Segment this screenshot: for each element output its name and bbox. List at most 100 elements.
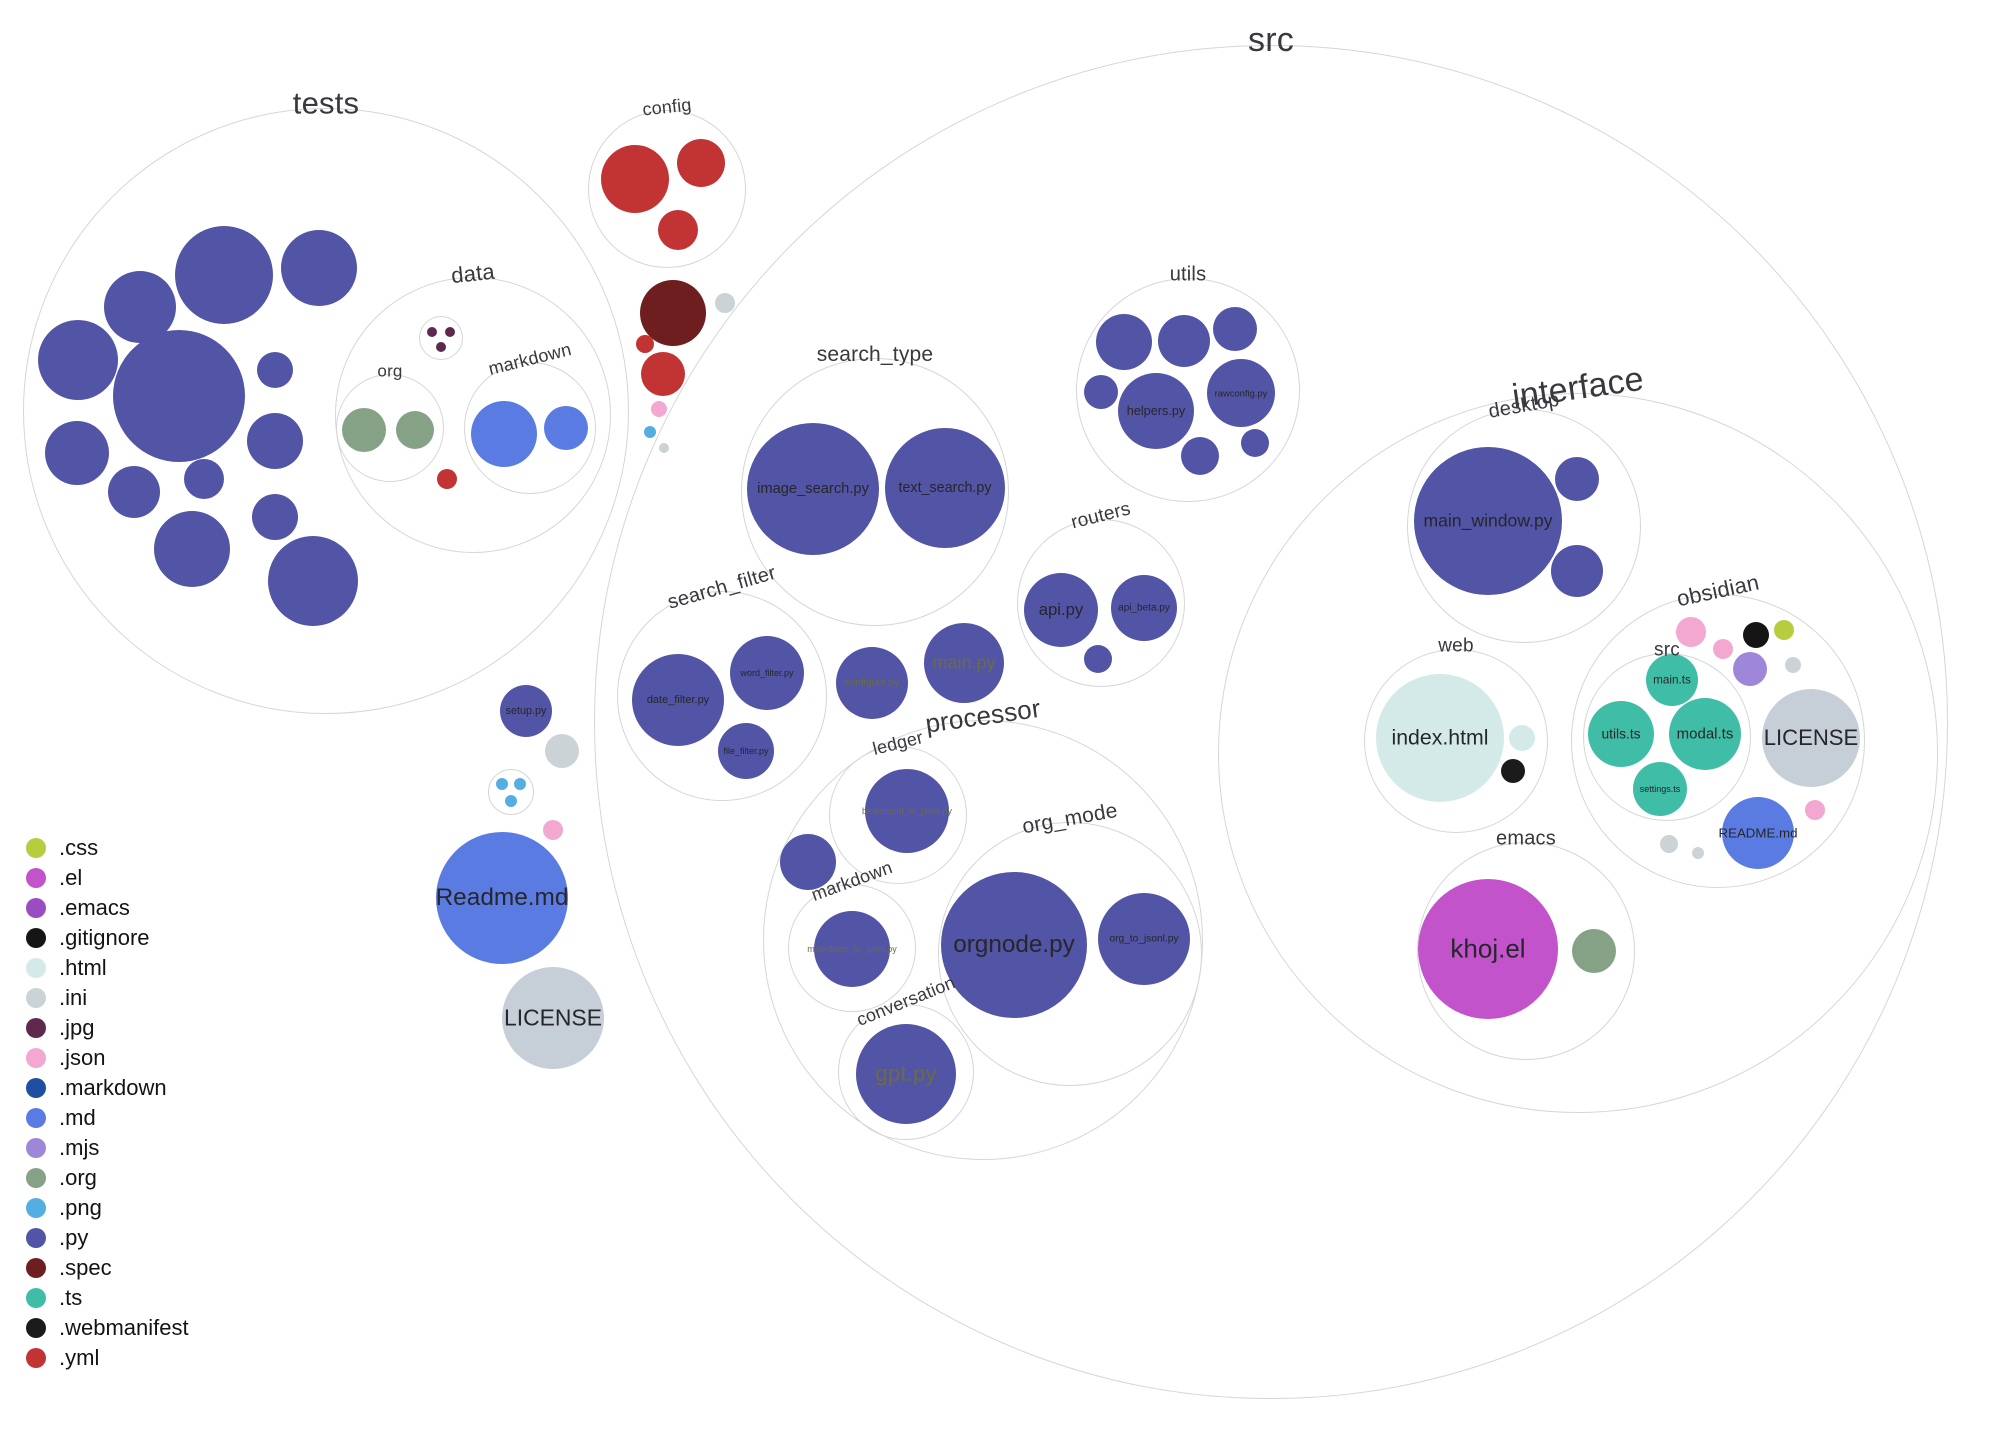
file-circle-md — [471, 401, 537, 467]
legend-item-jpg: .jpg — [26, 1013, 189, 1043]
legend-item-css: .css — [26, 833, 189, 863]
legend-label: .yml — [59, 1345, 100, 1370]
legend-swatch-icon — [26, 1228, 46, 1248]
file-label-markdown_to_jsonl.py: markdown_to_jsonl.py — [807, 944, 897, 954]
file-label-configure.py: configure.py — [844, 677, 900, 689]
file-circle-word_filter.py — [730, 636, 804, 710]
file-circle-py — [1084, 645, 1112, 673]
directory-label-data: data — [449, 258, 496, 289]
file-label-Readme.md: Readme.md — [435, 884, 569, 911]
file-label-index.html: index.html — [1391, 725, 1489, 750]
file-circle-text_search.py — [885, 428, 1005, 548]
file-circle-jpg — [445, 327, 455, 337]
directory-circle-ledger — [829, 746, 967, 884]
legend-swatch-icon — [26, 1348, 46, 1368]
legend-swatch-icon — [26, 1318, 46, 1338]
directory-circle-desktop — [1407, 409, 1641, 643]
file-circle-khoj.el — [1418, 879, 1558, 1019]
legend-label: .mjs — [59, 1135, 100, 1160]
legend-item-json: .json — [26, 1043, 189, 1073]
directory-circle-web — [1364, 649, 1548, 833]
legend-item-ts: .ts — [26, 1283, 189, 1313]
file-circle-py — [1213, 307, 1257, 351]
legend-swatch-icon — [26, 1288, 46, 1308]
file-circle-py — [1551, 545, 1603, 597]
file-circle-README.md — [1722, 797, 1794, 869]
legend-swatch-icon — [26, 958, 46, 978]
legend-item-markdown: .markdown — [26, 1073, 189, 1103]
file-circle-py — [780, 834, 836, 890]
directory-circle-unnamed — [488, 769, 534, 815]
file-label-main.py: main.py — [932, 652, 996, 673]
file-circle-yml — [437, 469, 457, 489]
directory-circle-markdown — [788, 884, 916, 1012]
directory-circle-search_type — [741, 358, 1009, 626]
directory-circle-routers — [1017, 519, 1185, 687]
file-circle-png — [644, 426, 656, 438]
legend-label: .emacs — [59, 895, 130, 920]
file-label-main.ts: main.ts — [1653, 673, 1691, 687]
directory-circle-src — [1583, 653, 1751, 821]
file-circle-utils.ts — [1588, 701, 1654, 767]
file-circle-index.html — [1376, 674, 1504, 802]
legend-label: .json — [59, 1045, 106, 1070]
file-circle-settings.ts — [1633, 762, 1687, 816]
directory-circle-org — [336, 374, 444, 482]
file-circle-py — [281, 230, 357, 306]
file-circle-gitignore — [1743, 622, 1769, 648]
legend-item-mjs: .mjs — [26, 1133, 189, 1163]
file-circle-py — [38, 320, 118, 400]
file-circle-file_filter.py — [718, 723, 774, 779]
file-circle-yml — [658, 210, 698, 250]
directory-label-tests: tests — [292, 85, 360, 121]
file-circle-api_beta.py — [1111, 575, 1177, 641]
file-circle-Readme.md — [436, 832, 568, 964]
file-circle-mjs — [1733, 652, 1767, 686]
legend-label: .html — [59, 955, 107, 980]
file-circle-setup.py — [500, 685, 552, 737]
file-circle-py — [247, 413, 303, 469]
file-circle-main_window.py — [1414, 447, 1562, 595]
legend-item-html: .html — [26, 953, 189, 983]
legend-item-spec: .spec — [26, 1253, 189, 1283]
file-circle-modal.ts — [1669, 698, 1741, 770]
legend-label: .png — [59, 1195, 102, 1220]
file-label-gpt.py: gpt.py — [875, 1061, 937, 1086]
file-circle-png — [496, 778, 508, 790]
directory-label-utils: utils — [1169, 263, 1207, 286]
file-circle-json — [1805, 800, 1825, 820]
legend-item-gitignore: .gitignore — [26, 923, 189, 953]
legend-item-py: .py — [26, 1223, 189, 1253]
directory-circle-data — [335, 277, 611, 553]
legend-label: .jpg — [59, 1015, 95, 1040]
file-circle-org_to_jsonl.py — [1098, 893, 1190, 985]
file-circle-json — [543, 820, 563, 840]
file-circle-webmanifest — [1501, 759, 1525, 783]
file-circle-py — [1096, 314, 1152, 370]
legend-swatch-icon — [26, 988, 46, 1008]
file-circle-jpg — [427, 327, 437, 337]
file-circle-py — [154, 511, 230, 587]
legend-swatch-icon — [26, 868, 46, 888]
legend: .css.el.emacs.gitignore.html.ini.jpg.jso… — [26, 833, 189, 1373]
file-circle-py — [1241, 429, 1269, 457]
file-circle-json — [1676, 617, 1706, 647]
legend-item-png: .png — [26, 1193, 189, 1223]
file-circle-yml — [641, 352, 685, 396]
legend-item-webmanifest: .webmanifest — [26, 1313, 189, 1343]
file-circle-py — [184, 459, 224, 499]
legend-swatch-icon — [26, 1168, 46, 1188]
file-circle-html — [1509, 725, 1535, 751]
file-circle-helpers.py — [1118, 373, 1194, 449]
file-circle-png — [505, 795, 517, 807]
legend-label: .md — [59, 1105, 96, 1130]
directory-circle-utils — [1076, 278, 1300, 502]
directory-label-src: src — [1248, 20, 1294, 59]
file-circle-yml — [601, 145, 669, 213]
directory-circle-processor — [763, 720, 1203, 1160]
legend-swatch-icon — [26, 1138, 46, 1158]
file-label-text_search.py: text_search.py — [898, 480, 992, 496]
file-circle-py — [45, 421, 109, 485]
directory-circle-tests — [23, 108, 629, 714]
file-label-api.py: api.py — [1038, 600, 1084, 619]
